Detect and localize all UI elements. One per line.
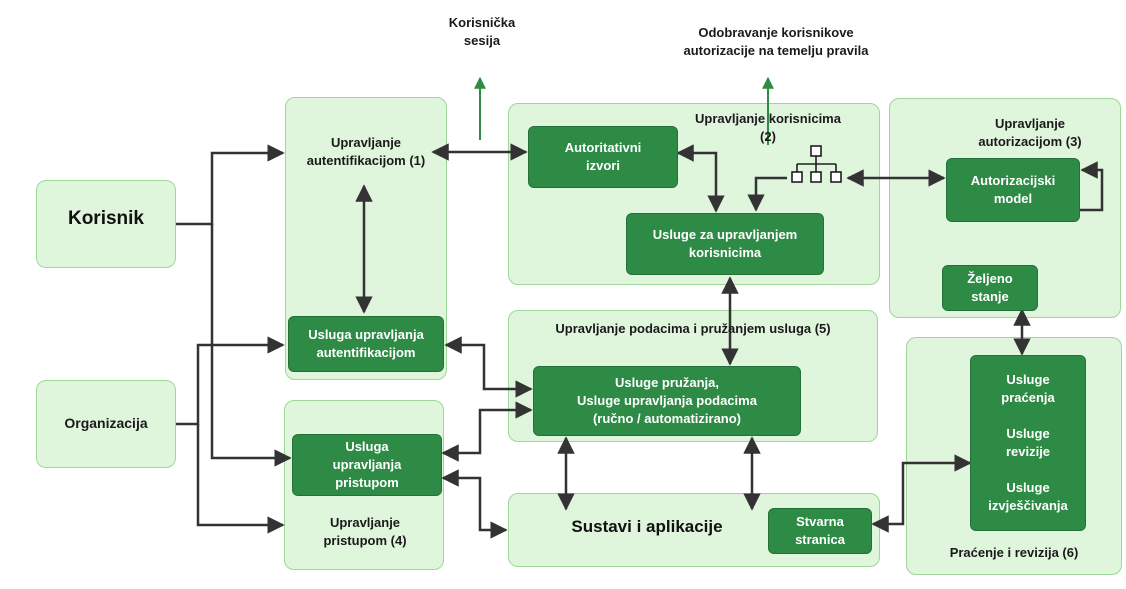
rule-authorization-label: Odobravanje korisnikove autorizacije na … — [683, 25, 869, 58]
organization-actor-label: Organizacija — [64, 415, 148, 431]
authorization-title: Upravljanje autorizacijom (3) — [978, 116, 1082, 149]
org-to-access-title-arrow — [196, 424, 285, 534]
organization-actor-box — [36, 380, 176, 468]
user-actor-label: Korisnik — [67, 208, 145, 229]
desired-state-label: Željeno stanje — [967, 271, 1013, 304]
desired-state-box: Željeno stanje — [942, 265, 1038, 311]
realpage-to-monitoring-arrow — [871, 454, 972, 533]
model-self-loop-arrow — [1080, 161, 1104, 212]
user-to-authn-arrow — [176, 144, 285, 226]
systems-title: Sustavi i aplikacije — [571, 517, 723, 536]
user-actor-box — [36, 180, 176, 268]
authorization-model-box: Autorizacijski model — [946, 158, 1080, 222]
data-to-access-service-arrow — [441, 401, 533, 462]
user-to-access-arrow — [210, 224, 292, 467]
hierarchy-to-services-arrow — [747, 176, 787, 212]
authentication-service-label: Usluga upravljanja autentifikacijom — [308, 327, 424, 360]
sources-to-user-services-arrow — [676, 144, 725, 213]
monitoring-services-label: Usluge praćenja Usluge revizije Usluge i… — [988, 372, 1068, 513]
user-management-title: Upravljanje korisnicima (2) — [695, 111, 841, 144]
session-label: Korisnička sesija — [448, 15, 516, 48]
data-to-authn-service-arrow — [444, 336, 533, 398]
authentication-title: Upravljanje autentifikacijom (1) — [306, 135, 426, 168]
data-services-box: Usluge pružanja, Usluge upravljanja poda… — [533, 366, 801, 436]
real-page-label: Stvarna stranica — [795, 514, 845, 547]
org-to-authn-service-arrow — [176, 336, 285, 426]
real-page-box: Stvarna stranica — [768, 508, 872, 554]
access-to-systems-arrow — [441, 469, 508, 539]
monitoring-title: Praćenje i revizija (6) — [949, 545, 1079, 560]
data-provisioning-title: Upravljanje podacima i pružanjem usluga … — [555, 321, 831, 336]
access-service-label: Usluga upravljanja pristupom — [332, 439, 402, 490]
hierarchy-icon — [791, 145, 842, 183]
authentication-service-box: Usluga upravljanja autentifikacijom — [288, 316, 444, 372]
monitoring-services-box: Usluge praćenja Usluge revizije Usluge i… — [970, 355, 1086, 531]
data-services-label: Usluge pružanja, Usluge upravljanja poda… — [577, 375, 757, 426]
user-services-label: Usluge za upravljanjem korisnicima — [652, 227, 798, 260]
access-title: Upravljanje pristupom (4) — [323, 515, 407, 548]
authoritative-sources-box: Autoritativni izvori — [528, 126, 678, 188]
user-services-box: Usluge za upravljanjem korisnicima — [626, 213, 824, 275]
access-service-box: Usluga upravljanja pristupom — [292, 434, 442, 496]
authorization-model-label: Autorizacijski model — [970, 173, 1056, 206]
authoritative-sources-label: Autoritativni izvori — [564, 140, 642, 173]
